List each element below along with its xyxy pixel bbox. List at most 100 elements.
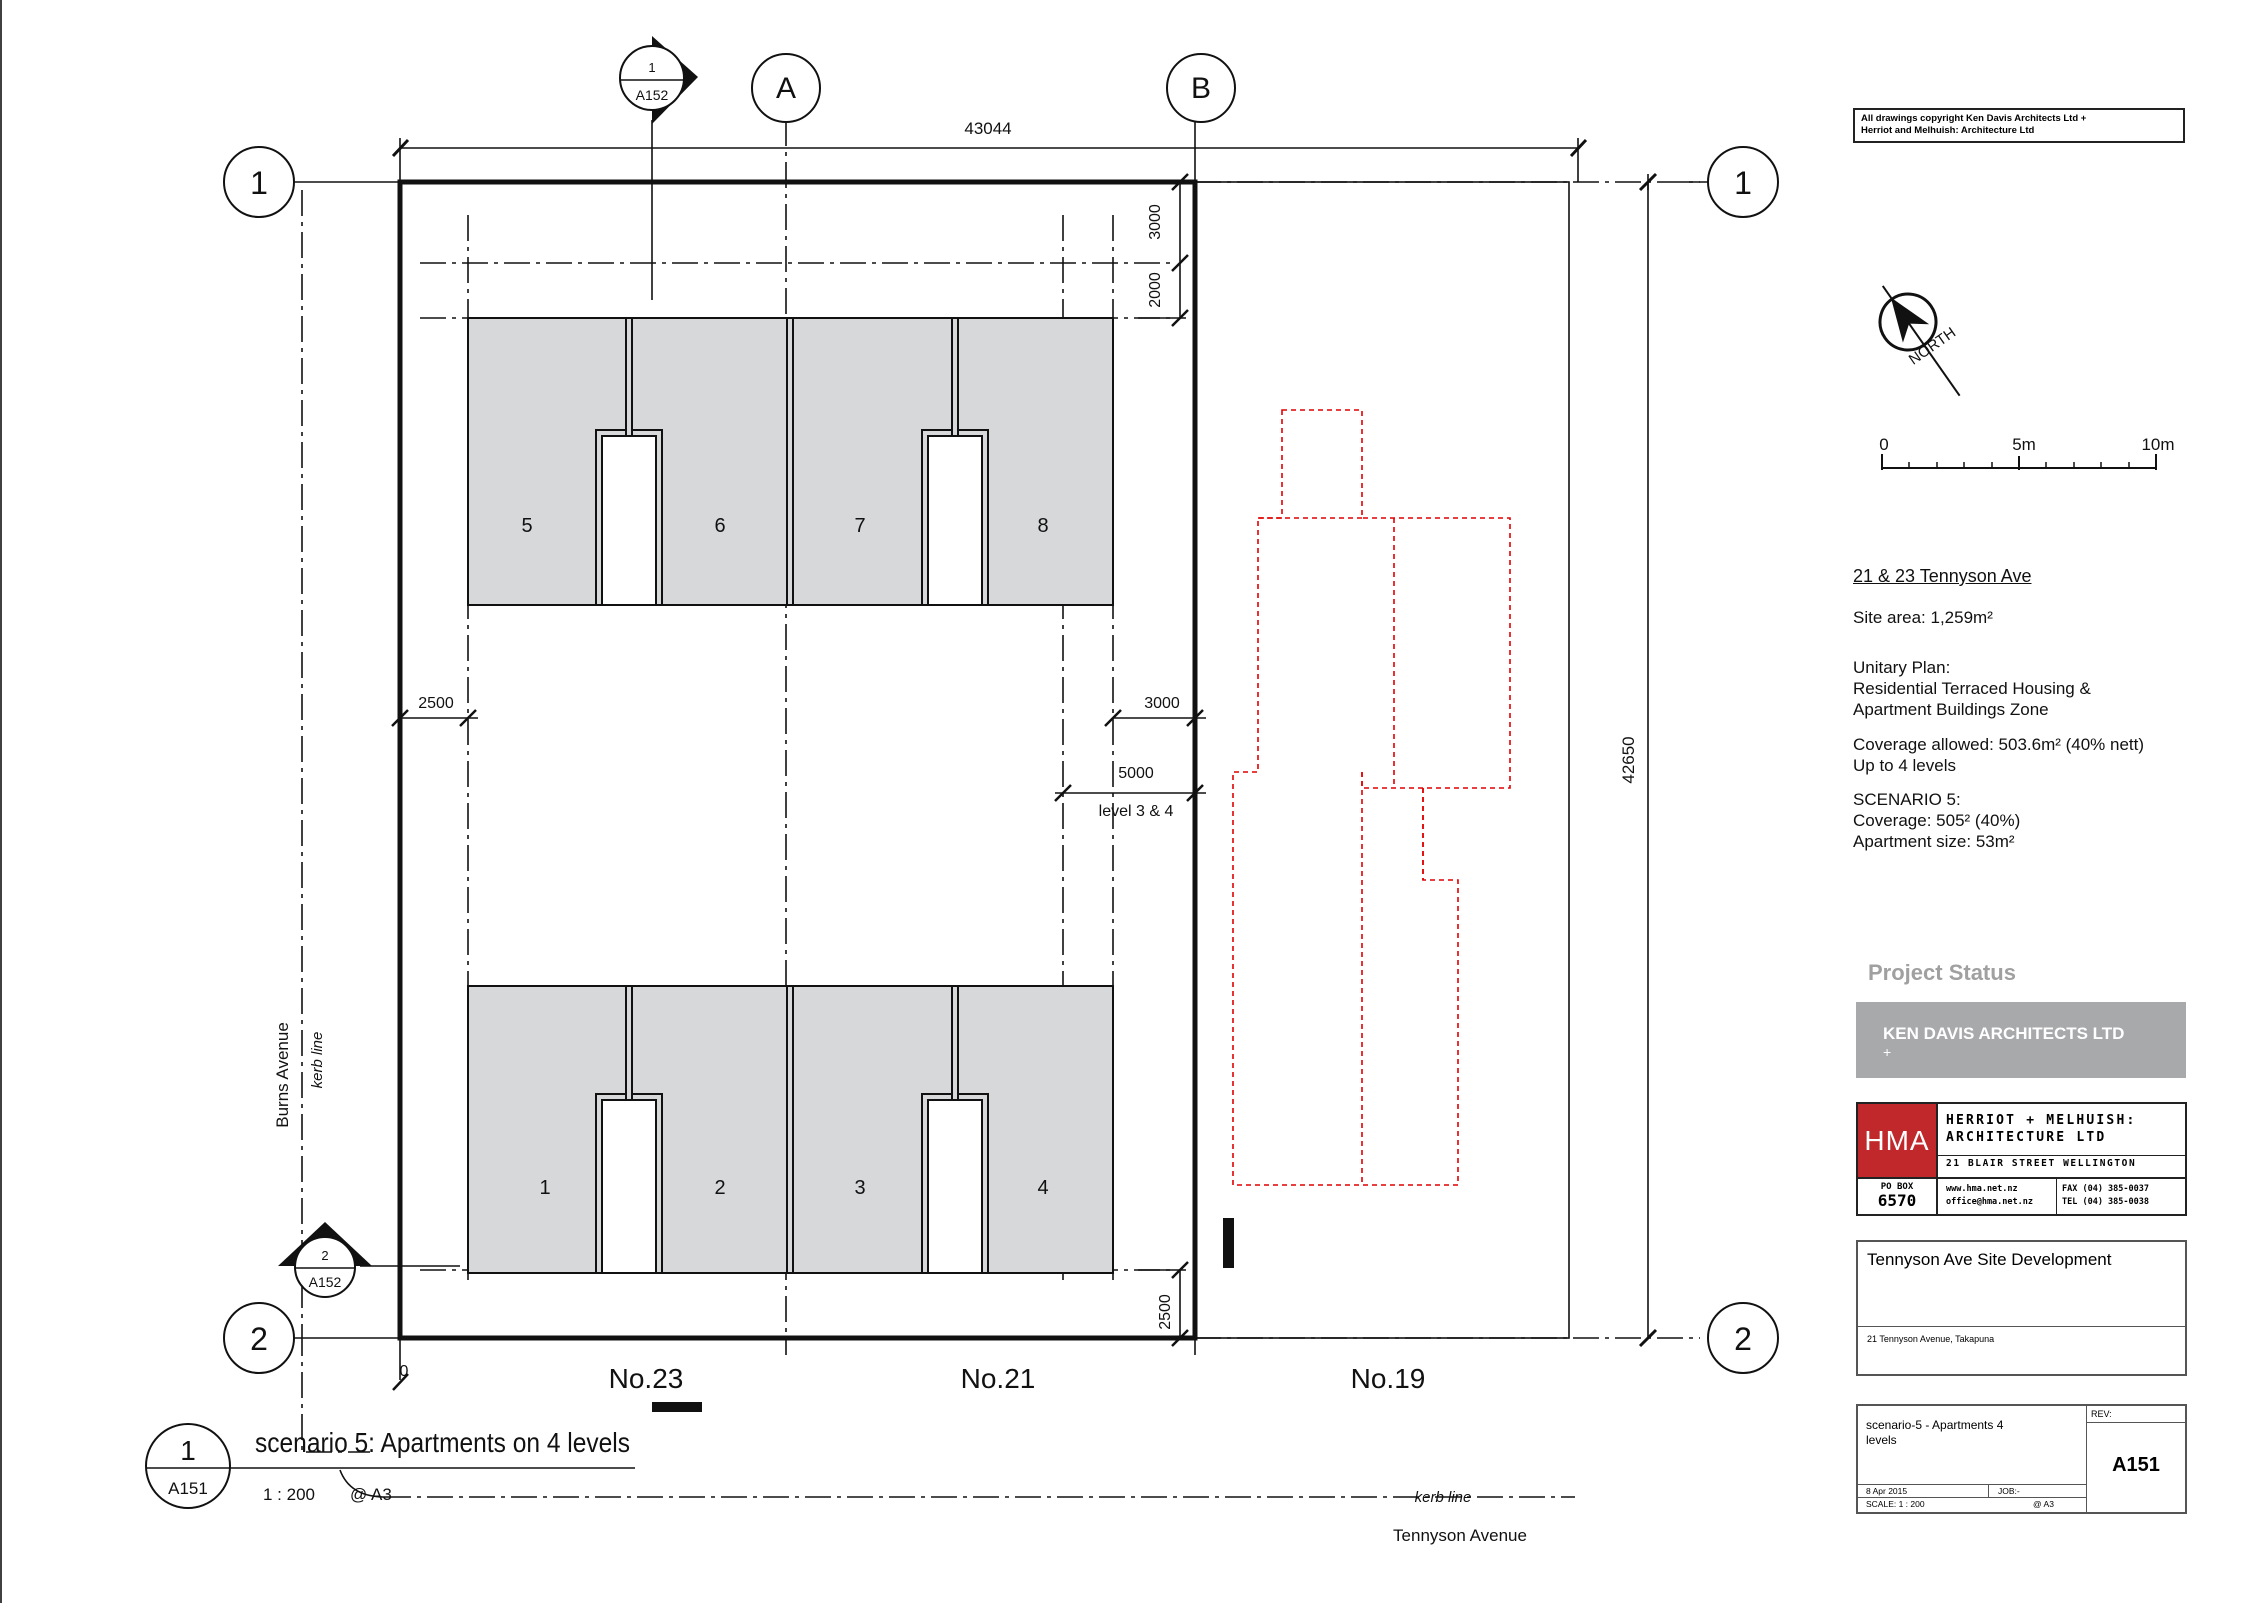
grid-bubble-2-left: 2 <box>223 1302 295 1374</box>
site-area: Site area: 1,259m² <box>1853 608 1993 627</box>
unit-label-3: 3 <box>854 1177 865 1199</box>
sheet-date: 8 Apr 2015 <box>1866 1486 1908 1496</box>
unit-label-8: 8 <box>1037 515 1048 537</box>
grid-bubble-1-right: 1 <box>1707 146 1779 218</box>
burns-avenue-label: Burns Avenue <box>273 1022 292 1128</box>
hma-contact-left: www.hma.net.nz office@hma.net.nz <box>1946 1183 2033 1209</box>
dim-width-label: 43044 <box>964 119 1011 138</box>
svg-text:2: 2 <box>250 1321 268 1357</box>
apartment-block-upper <box>467 317 1114 606</box>
hma-tel: TEL (04) 385-0038 <box>2062 1197 2149 1207</box>
hma-logo-text: HMA <box>1864 1125 1930 1156</box>
hma-email: office@hma.net.nz <box>1946 1197 2033 1207</box>
sheet-description-line-2: levels <box>1866 1433 1897 1447</box>
sheet-number: A151 <box>2112 1454 2160 1476</box>
scale-bar: 0 5m 10m <box>1879 435 2175 470</box>
hma-fax: FAX (04) 385-0037 <box>2062 1184 2149 1194</box>
section-marker-2: 2 A152 <box>278 1222 460 1298</box>
grid-bubble-b: B <box>1166 53 1236 123</box>
tennyson-avenue-label: Tennyson Avenue <box>1393 1526 1527 1545</box>
title-number: 1 <box>180 1435 196 1466</box>
sheet-description-line-1: scenario-5 - Apartments 4 <box>1866 1418 2004 1432</box>
apartment-size: Apartment size: 53m² <box>1853 832 2015 851</box>
scenario-coverage: Coverage: 505² (40%) <box>1853 811 2021 830</box>
no19-boundary <box>1194 181 1570 1339</box>
svg-text:B: B <box>1191 72 1211 105</box>
sheet-info-box: scenario-5 - Apartments 4 levels REV: A1… <box>1856 1404 2187 1514</box>
svg-text:2: 2 <box>1734 1321 1752 1357</box>
lot-no19-label: No.19 <box>1351 1363 1426 1394</box>
rev-label: REV: <box>2091 1409 2112 1419</box>
title-paper: @ A3 <box>350 1485 392 1504</box>
lot-no23-label: No.23 <box>609 1363 684 1394</box>
apartment-block-lower <box>467 985 1114 1274</box>
dim-2500-left-label: 2500 <box>418 695 454 712</box>
title-sheet-ref: A151 <box>168 1479 208 1498</box>
project-title-box: Tennyson Ave Site Development 21 Tennyso… <box>1856 1240 2187 1376</box>
sheet-paper: @ A3 <box>2033 1499 2054 1509</box>
hma-po-number: 6570 <box>1877 1191 1917 1210</box>
project-status-title: Project Status <box>1868 960 2016 985</box>
project-title: Tennyson Ave Site Development <box>1867 1250 2112 1269</box>
svg-text:5m: 5m <box>2012 435 2036 454</box>
hma-name-line-1: HERRIOT + MELHUISH: <box>1946 1113 2137 1128</box>
copyright-line-1: All drawings copyright Ken Davis Archite… <box>1861 113 2087 124</box>
svg-text:1: 1 <box>1734 165 1752 201</box>
section-marker-1: 1 A152 <box>619 36 698 300</box>
origin-label: 0 <box>400 1363 409 1380</box>
unitary-plan-zone-1: Residential Terraced Housing & <box>1853 679 2091 698</box>
sheet-scale: SCALE: 1 : 200 <box>1866 1499 1925 1509</box>
kerb-line-label-tennyson: kerb line <box>1415 1489 1472 1506</box>
scenario-heading: SCENARIO 5: <box>1853 790 1961 809</box>
frontage-marker <box>652 1402 702 1412</box>
project-info: 21 & 23 Tennyson Ave Site area: 1,259m² … <box>1853 566 2253 852</box>
title-text: scenario 5: Apartments on 4 levels <box>255 1427 630 1458</box>
lot-no21-label: No.21 <box>961 1363 1036 1394</box>
unit-label-6: 6 <box>714 515 725 537</box>
svg-text:1: 1 <box>250 165 268 201</box>
svg-text:A152: A152 <box>636 87 669 103</box>
hma-web: www.hma.net.nz <box>1946 1184 2018 1194</box>
hma-name: HERRIOT + MELHUISH: ARCHITECTURE LTD <box>1946 1112 2137 1146</box>
unit-label-5: 5 <box>521 515 532 537</box>
unit-label-1: 1 <box>539 1177 550 1199</box>
level-note-label: level 3 & 4 <box>1099 803 1174 820</box>
status-firm-banner: KEN DAVIS ARCHITECTS LTD + <box>1856 1002 2186 1078</box>
north-arrow <box>1878 285 1961 397</box>
dim-2000-label: 2000 <box>1147 272 1164 308</box>
hma-address: 21 BLAIR STREET WELLINGTON <box>1946 1158 2137 1169</box>
dim-3000-right-label: 3000 <box>1144 695 1180 712</box>
svg-text:10m: 10m <box>2141 435 2174 454</box>
grid-bubble-1-left: 1 <box>223 146 295 218</box>
unit-label-2: 2 <box>714 1177 725 1199</box>
svg-text:0: 0 <box>1879 435 1888 454</box>
project-address: 21 & 23 Tennyson Ave <box>1853 566 2032 586</box>
title-scale: 1 : 200 <box>263 1485 315 1504</box>
hma-po: PO BOX 6570 <box>1858 1177 1936 1216</box>
svg-text:A152: A152 <box>309 1274 342 1290</box>
status-firm-name: KEN DAVIS ARCHITECTS LTD <box>1883 1024 2125 1043</box>
svg-text:2: 2 <box>321 1248 328 1263</box>
unitary-plan-zone-2: Apartment Buildings Zone <box>1853 700 2049 719</box>
dim-2500-bottom-label: 2500 <box>1157 1294 1174 1330</box>
dim-3000-top-label: 3000 <box>1147 204 1164 240</box>
hma-contact-right: FAX (04) 385-0037 TEL (04) 385-0038 <box>2062 1183 2149 1209</box>
project-site-address: 21 Tennyson Avenue, Takapuna <box>1867 1334 1995 1344</box>
unitary-plan-heading: Unitary Plan: <box>1853 658 1951 677</box>
copyright-box: All drawings copyright Ken Davis Archite… <box>1853 108 2185 143</box>
sheet-job: JOB:- <box>1998 1486 2020 1496</box>
unit-label-7: 7 <box>854 515 865 537</box>
svg-text:1: 1 <box>648 60 655 75</box>
dim-depth-label: 42650 <box>1619 736 1638 783</box>
dim-5000-label: 5000 <box>1118 765 1154 782</box>
levels-allowed: Up to 4 levels <box>1853 756 1956 775</box>
hma-name-line-2: ARCHITECTURE LTD <box>1946 1130 2107 1145</box>
sheet-description: scenario-5 - Apartments 4 levels <box>1866 1418 2003 1448</box>
grid-bubble-a: A <box>751 53 821 123</box>
kerb-curve <box>339 1469 386 1498</box>
grid-bubble-2-right: 2 <box>1707 1302 1779 1374</box>
kerb-line-label-burns: kerb line <box>309 1032 326 1089</box>
svg-text:A: A <box>776 72 796 105</box>
hma-block: HMA PO BOX 6570 HERRIOT + MELHUISH: ARCH… <box>1856 1102 2187 1216</box>
